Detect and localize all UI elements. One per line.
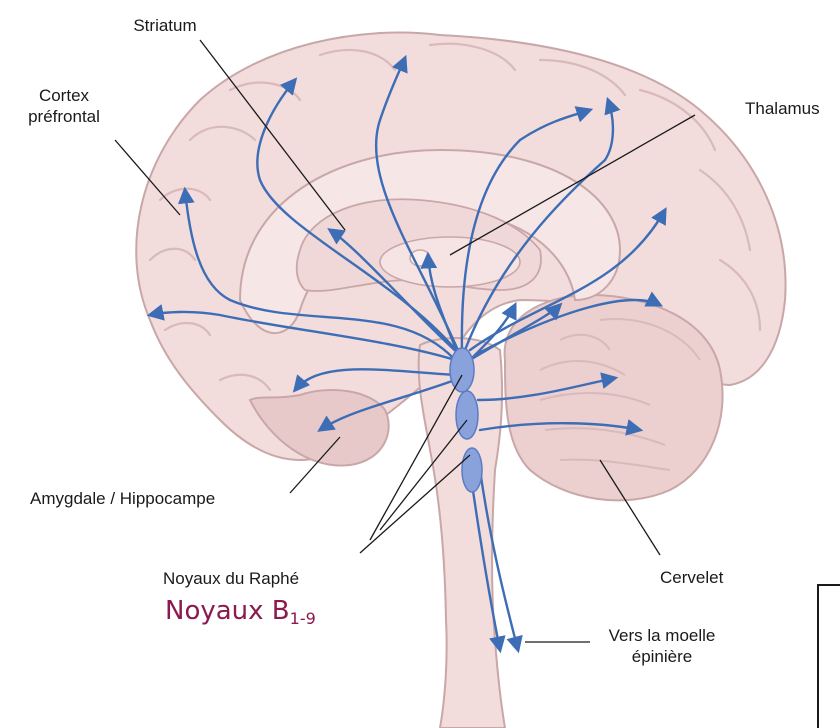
label-cortex: Cortex préfrontal [18,85,110,127]
label-cortex-line1: Cortex [18,85,110,106]
label-spinal-line2: épinière [598,646,726,667]
raphe-nucleus-2 [456,391,478,439]
corner-frame [818,585,840,728]
label-spinal-line1: Vers la moelle [598,625,726,646]
label-cervelet: Cervelet [660,567,723,588]
raphe-nucleus-3 [462,448,482,492]
label-raphe: Noyaux du Raphé [163,568,299,589]
label-striatum: Striatum [120,15,210,36]
raphe-nucleus-1 [450,348,474,392]
nucleus-title-subscript: 1-9 [290,609,316,628]
label-amygdala: Amygdale / Hippocampe [30,488,215,509]
thalamus-region [380,237,520,287]
label-cortex-line2: préfrontal [18,106,110,127]
label-thalamus: Thalamus [745,98,820,119]
nucleus-title: Noyaux B1-9 [165,596,316,634]
label-spinal: Vers la moelle épinière [598,625,726,667]
nucleus-title-base: Noyaux B [165,596,290,626]
